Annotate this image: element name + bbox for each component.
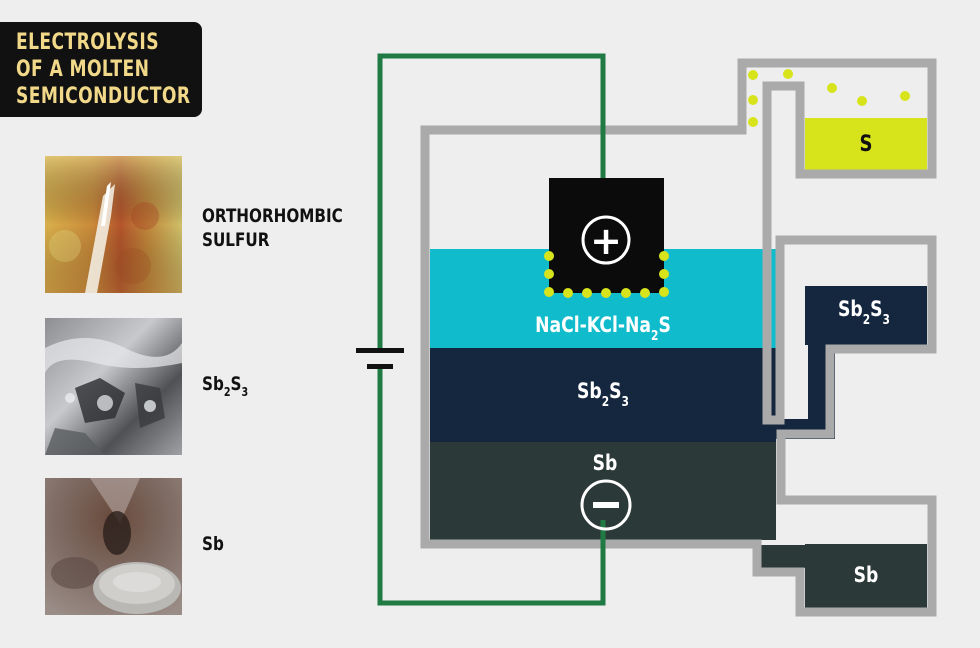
title-line-2: OF A MOLTEN	[16, 57, 150, 82]
sb2s3-layer	[430, 348, 776, 442]
sb2s3-label-sub1: 2	[223, 385, 231, 399]
battery-long-plate	[356, 348, 404, 353]
sb2s3-collector-fill	[805, 286, 927, 345]
antimony-photo	[45, 478, 182, 615]
orthorhombic-sulfur-photo	[45, 156, 182, 293]
sb2s3-label-mid: S	[230, 373, 242, 395]
sb-channel	[760, 545, 805, 568]
sb2s3-collector-label: Sb2S3	[838, 296, 890, 327]
sulfur-bubbles-anode	[544, 251, 669, 298]
cathode-circle	[580, 479, 632, 531]
sulfur-label-line-2: SULFUR	[202, 229, 270, 251]
sb2s3-layer-label: Sb2S3	[577, 378, 629, 409]
wire-bottom	[377, 368, 606, 606]
title-line-3: SEMICONDUCTOR	[16, 84, 191, 109]
battery-short-plate	[367, 364, 393, 369]
antimony-sulfide-label: Sb2S3	[202, 372, 248, 404]
sb-layer-label: Sb	[593, 450, 618, 475]
sulfur-collector-label: S	[860, 130, 873, 156]
sulfur-vapor-bubbles	[748, 69, 910, 127]
sb2s3-label-base: Sb	[202, 373, 224, 395]
antimony-label: Sb	[202, 533, 224, 555]
sb2s3-label-sub2: 3	[241, 385, 249, 399]
anode-plus-icon: +	[590, 219, 622, 263]
sb-collector-label: Sb	[854, 562, 879, 587]
sulfur-label-line-1: ORTHORHOMBIC	[202, 205, 343, 227]
anode-plus-circle	[581, 215, 631, 265]
cathode-minus-icon	[593, 502, 619, 508]
antimony-sulfide-photo	[45, 318, 182, 455]
electrolyte-label: NaCl-KCl-Na2S	[535, 312, 671, 343]
anode	[549, 178, 664, 293]
sulfur-label: ORTHORHOMBIC SULFUR	[202, 204, 343, 252]
sb-collector-fill	[805, 544, 927, 608]
wire	[377, 53, 606, 348]
title-box: ELECTROLYSIS OF A MOLTEN SEMICONDUCTOR	[0, 22, 202, 117]
sulfur-collector-fill	[805, 118, 927, 170]
title-line-1: ELECTROLYSIS	[16, 30, 159, 55]
